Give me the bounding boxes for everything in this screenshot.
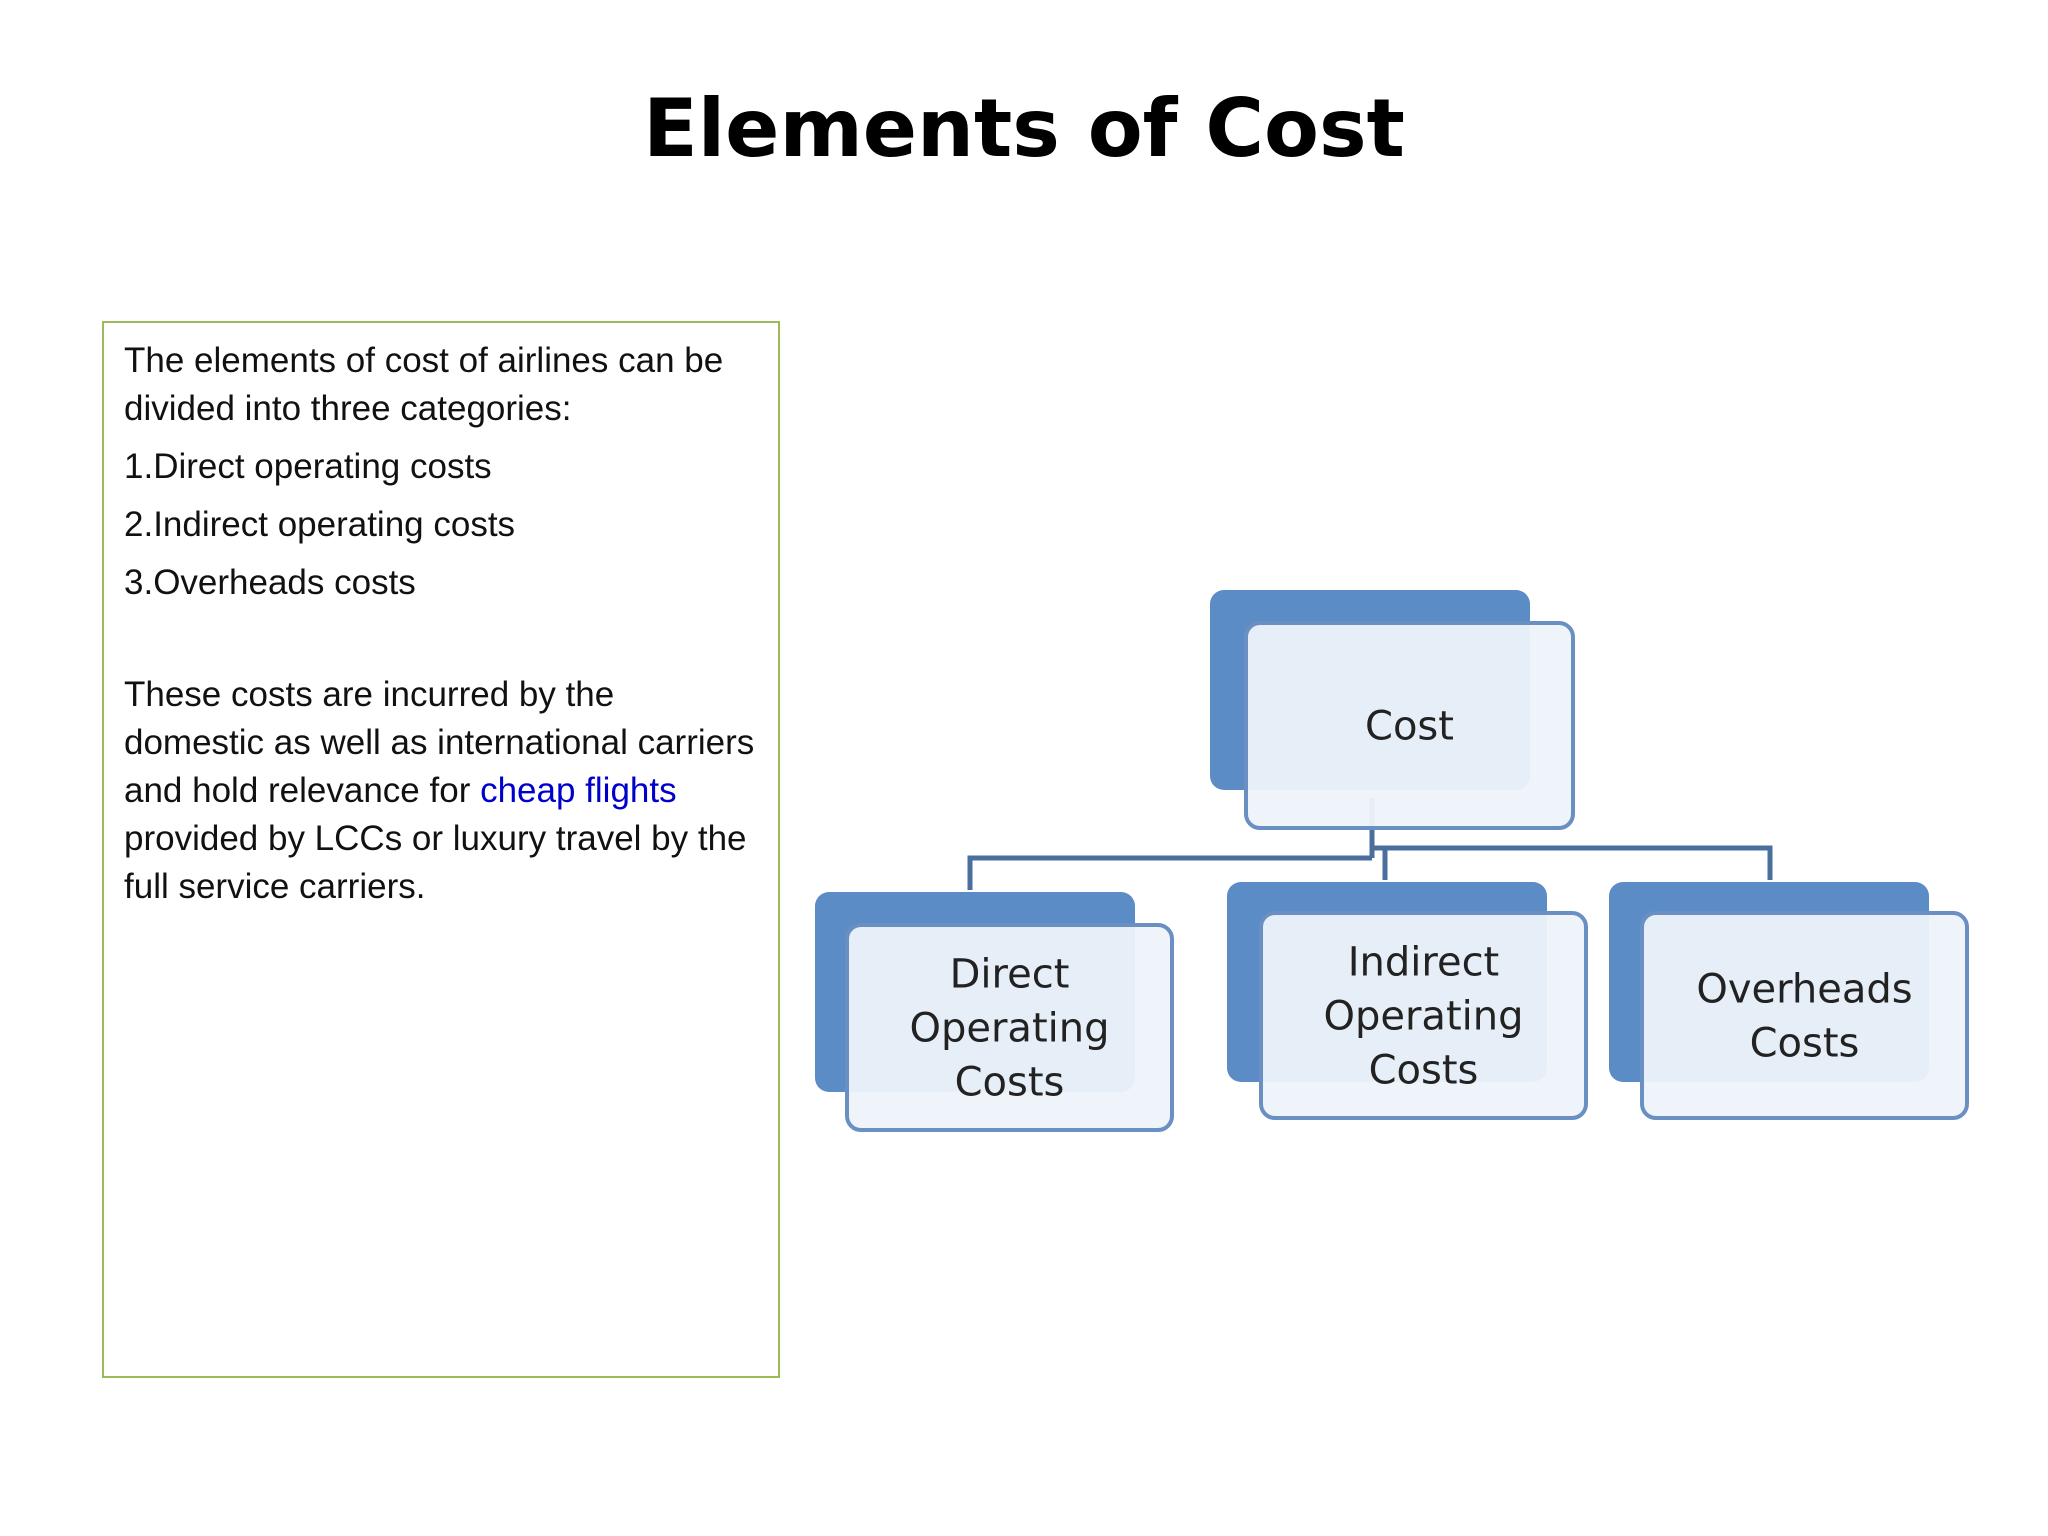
node-indirect-operating-costs-label-line: Indirect xyxy=(1348,940,1500,986)
node-cost-front-box xyxy=(1244,621,1575,830)
connector-direct xyxy=(967,855,1372,890)
paragraph-text-after-link: provided by LCCs or luxury travel by the… xyxy=(124,819,747,906)
cheap-flights-link[interactable]: cheap flights xyxy=(480,771,677,810)
intro-text: The elements of cost of airlines can be … xyxy=(124,341,724,428)
slide-title: Elements of Cost xyxy=(643,82,1405,175)
node-direct-operating-costs-label-line: Direct xyxy=(950,952,1070,998)
node-indirect-operating-costs-label-line: Operating xyxy=(1324,994,1524,1040)
node-overheads-costs-front-box xyxy=(1640,911,1969,1120)
list-item-indirect: 2.Indirect operating costs xyxy=(124,505,516,544)
list-item-direct: 1.Direct operating costs xyxy=(124,447,492,486)
node-indirect-operating-costs-front-box xyxy=(1259,911,1588,1120)
list-item-overheads: 3.Overheads costs xyxy=(124,563,416,602)
node-cost-label-line: Cost xyxy=(1365,704,1454,750)
node-overheads-costs-label-line: Overheads xyxy=(1696,967,1912,1013)
node-overheads-costs-label-line: Costs xyxy=(1750,1021,1860,1067)
node-direct-operating-costs-label-line: Costs xyxy=(955,1060,1065,1106)
relevance-paragraph: These costs are incurred by the domestic… xyxy=(124,671,758,911)
nodes: CostDirectOperatingCostsIndirectOperatin… xyxy=(815,590,1969,1132)
connector-overheads xyxy=(1372,845,1773,880)
node-direct-operating-costs-front-box xyxy=(845,923,1174,1132)
paragraph-text-before-link: These costs are incurred by the domestic… xyxy=(124,675,755,810)
node-cost: Cost xyxy=(1210,590,1575,830)
text-box: The elements of cost of airlines can be … xyxy=(102,321,780,1378)
node-direct-operating-costs-label-line: Operating xyxy=(910,1006,1110,1052)
node-indirect-operating-costs-label-line: Costs xyxy=(1369,1048,1479,1094)
